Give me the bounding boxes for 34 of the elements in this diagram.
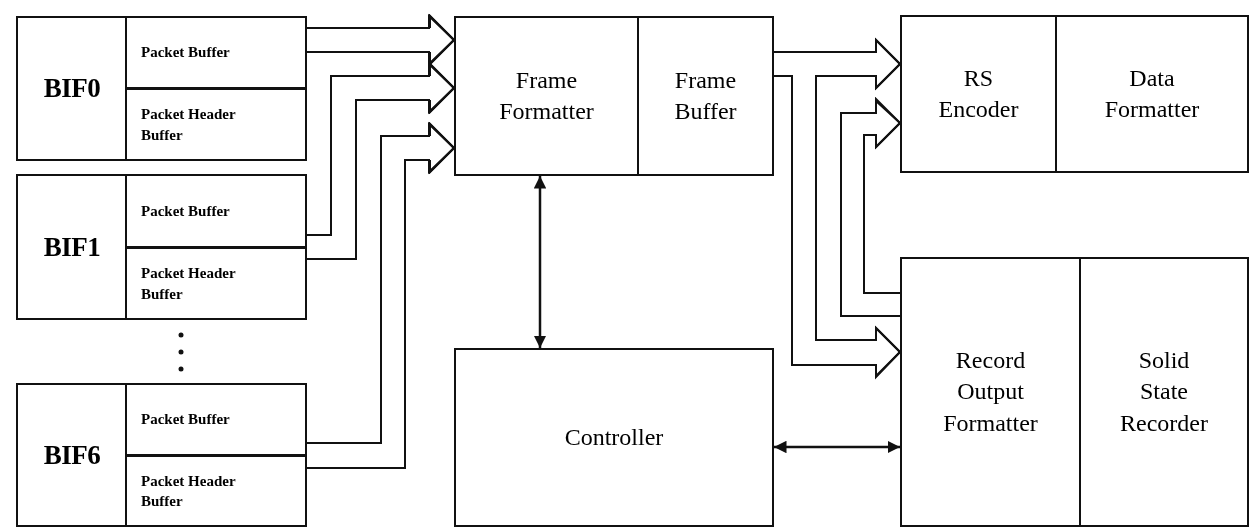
process-box bbox=[454, 348, 774, 527]
block-label: Frame Buffer bbox=[674, 65, 737, 126]
buffer-box bbox=[125, 455, 307, 527]
buffer-box bbox=[125, 174, 307, 248]
buffer-label: Packet Buffer bbox=[141, 201, 230, 221]
process-box bbox=[900, 15, 1057, 173]
buffer-label: Packet Buffer bbox=[141, 43, 230, 63]
interface-box bbox=[16, 383, 307, 527]
buffer-box bbox=[125, 247, 307, 320]
buffer-label: Packet Header Buffer bbox=[141, 471, 237, 511]
arrow bbox=[774, 440, 900, 454]
arrow bbox=[533, 176, 547, 348]
block-label: RS Encoder bbox=[938, 63, 1019, 124]
block-label: Controller bbox=[564, 422, 664, 452]
buffer-label: Packet Header Buffer bbox=[141, 264, 237, 304]
process-box bbox=[454, 16, 639, 176]
buffer-label: Packet Buffer bbox=[141, 410, 230, 430]
buffer-box bbox=[125, 88, 307, 161]
interface-label: BIF1 bbox=[42, 230, 102, 264]
interface-label: BIF0 bbox=[42, 72, 102, 105]
buffer-label: Packet Header Buffer bbox=[141, 105, 237, 145]
block-label: Solid State Recorder bbox=[1120, 346, 1208, 438]
process-box bbox=[1055, 15, 1249, 173]
block-label: Record Output Formatter bbox=[943, 346, 1038, 438]
block-label: Frame Formatter bbox=[499, 65, 594, 126]
buffer-box bbox=[125, 16, 307, 89]
interface-box bbox=[16, 174, 307, 320]
block-label: Data Formatter bbox=[1104, 63, 1200, 124]
process-box bbox=[900, 257, 1081, 527]
process-box bbox=[637, 16, 774, 176]
interface-box bbox=[16, 16, 307, 161]
interface-label: BIF6 bbox=[42, 438, 102, 472]
process-box bbox=[1079, 257, 1249, 527]
buffer-box bbox=[125, 383, 307, 456]
